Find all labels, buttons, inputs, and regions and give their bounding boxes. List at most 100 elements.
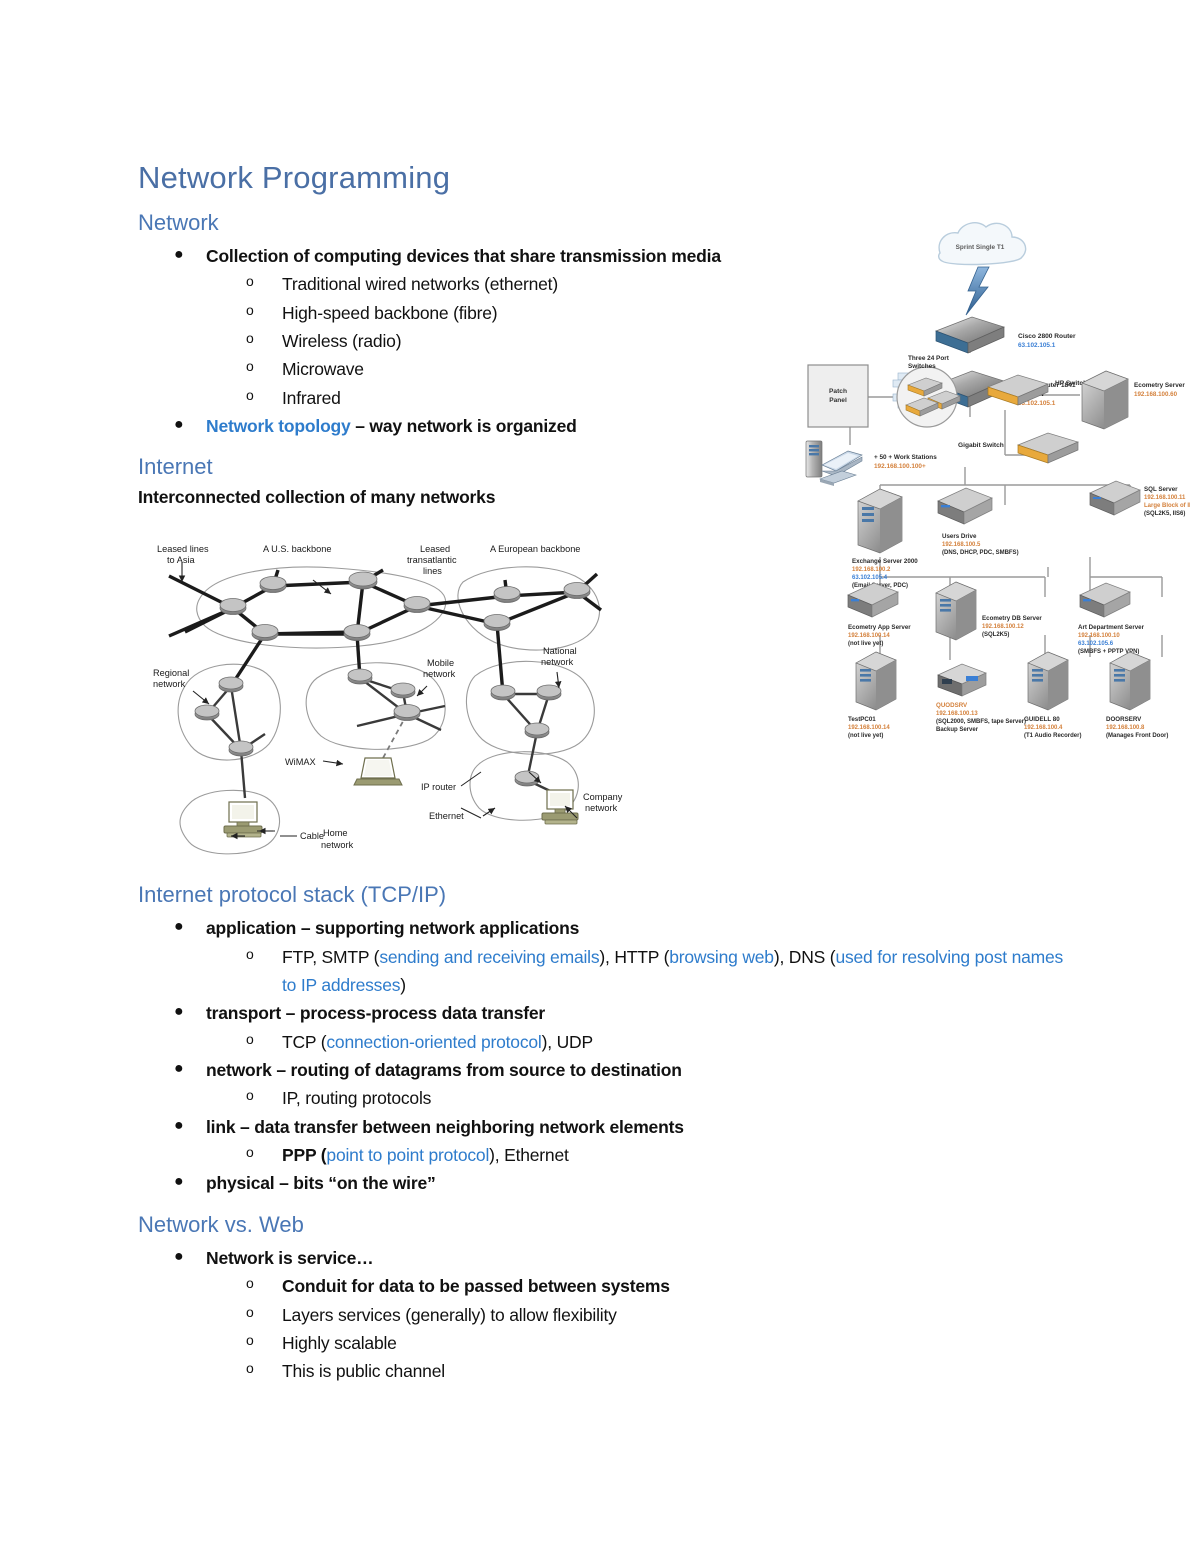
layer-label: network – routing of datagrams from sour… (206, 1059, 682, 1080)
layer-label: link – data transfer between neighboring… (206, 1116, 684, 1137)
bullet-circle-icon: o (246, 945, 254, 962)
bullet-dot-icon: ● (174, 1116, 184, 1134)
internet-lead-text: Interconnected collection of many networ… (138, 486, 496, 507)
doorserv-icon (1109, 651, 1151, 711)
ecometry-server-label: Ecometry Server (1134, 382, 1185, 389)
workstations-icon (805, 440, 863, 486)
list-item-physical-layer: ● physical – bits “on the wire” (174, 1169, 1068, 1197)
segment-highlight: browsing web (669, 946, 774, 967)
guidell-ip: 192.168.100.4 (1024, 725, 1063, 731)
testpc-sublabel: (not live yet) (848, 733, 883, 739)
layer-label: transport – process-process data transfe… (206, 1003, 546, 1024)
sub-item-label: Layers services (generally) to allow fle… (282, 1304, 617, 1325)
doorserv-sublabel: (Manages Front Door) (1106, 733, 1168, 739)
application-sub-list: o FTP, SMTP (sending and receiving email… (206, 943, 1068, 1000)
router-1841-ip: 63.102.105.1 (1018, 400, 1056, 407)
svg-text:Leased lines: Leased lines (157, 544, 209, 554)
quodsrv-sublabel: (SQL2000, SMBFS, tape Server) (936, 719, 1026, 725)
bullet-circle-icon: o (246, 1360, 254, 1377)
router-2800-ip: 63.102.105.1 (1018, 342, 1056, 349)
segment-highlight: connection-oriented protocol (326, 1031, 542, 1052)
ecometry-db-server-icon (935, 581, 977, 641)
svg-text:Leased: Leased (420, 544, 450, 554)
sub-item-label: Highly scalable (282, 1333, 397, 1354)
svg-text:transatlantic: transatlantic (407, 555, 457, 565)
bullet-circle-icon: o (246, 386, 254, 403)
bullet-text: Collection of computing devices that sha… (206, 246, 721, 267)
quodsrv-tape-server-icon (937, 663, 987, 697)
bullet-dot-icon: ● (174, 918, 184, 936)
patch-panel-icon: Patch Panel (807, 364, 869, 428)
ecometry-db-label: Ecometry DB Server (982, 615, 1042, 622)
cloud-label: Sprint Single T1 (956, 244, 1005, 251)
gigabit-switch-label: Gigabit Switch (958, 442, 1004, 449)
bullet-circle-icon: o (246, 273, 254, 290)
bullet-dot-icon: ● (174, 1003, 184, 1021)
bullet-circle-icon: o (246, 1143, 254, 1160)
bullet-dot-icon: ● (174, 1059, 184, 1077)
bullet-dot-icon: ● (174, 246, 184, 264)
sql-server-icon (1089, 480, 1141, 516)
figure-internet-structure: Leased lines to Asia A U.S. backbone Lea… (145, 536, 655, 866)
segment-highlight: point to point protocol (326, 1144, 490, 1165)
protocol-stack-list: ● application – supporting network appli… (138, 914, 1068, 1197)
backbone-link (168, 568, 603, 695)
sub-item-label: This is public channel (282, 1361, 445, 1382)
router-node (194, 571, 591, 787)
bullet-circle-icon: o (246, 358, 254, 375)
ecometry-db-sublabel: (SQL2K5) (982, 632, 1009, 638)
quodsrv-ip: 192.168.100.13 (936, 711, 978, 717)
testpc-icon (855, 651, 897, 711)
bullet-dot-icon: ● (174, 1173, 184, 1191)
desktop-computer-icon (223, 801, 263, 838)
segment-highlight: sending and receiving emails (379, 946, 600, 967)
exchange-server-label: Exchange Server 2000 (852, 558, 918, 565)
svg-text:network: network (541, 657, 574, 667)
svg-text:WiMAX: WiMAX (285, 757, 316, 767)
section-heading-protocol-stack: Internet protocol stack (TCP/IP) (138, 881, 447, 907)
segment: ), UDP (541, 1031, 594, 1052)
bullet-circle-icon: o (246, 330, 254, 347)
art-department-server-icon (1079, 582, 1131, 618)
three-24-port-sublabel: Switches (908, 363, 936, 370)
network-bullet-list: ● Collection of computing devices that s… (138, 242, 1068, 440)
users-drive-icon (937, 487, 993, 525)
svg-text:to Asia: to Asia (167, 555, 195, 565)
svg-text:A U.S. backbone: A U.S. backbone (263, 544, 331, 554)
layer-label: application – supporting network applica… (206, 918, 580, 939)
quodsrv-label: QUODSRV (936, 702, 968, 709)
segment: FTP, SMTP ( (282, 946, 380, 967)
guidell-label: GUIDELL 80 (1024, 716, 1060, 723)
bullet-circle-icon: o (246, 1275, 254, 1292)
list-item-network-layer: ● network – routing of datagrams from so… (174, 1056, 1068, 1113)
section-heading-network: Network (138, 209, 219, 235)
transport-sub-list: o TCP (connection-oriented protocol), UD… (206, 1028, 1068, 1056)
bullet-circle-icon: o (246, 1087, 254, 1104)
svg-text:Patch: Patch (829, 388, 847, 395)
list-item: o This is public channel (246, 1357, 1068, 1385)
ecometry-app-sublabel: (not live yet) (848, 641, 883, 647)
list-item-application: ● application – supporting network appli… (174, 914, 1068, 999)
svg-text:lines: lines (423, 566, 442, 576)
segment: IP, routing protocols (282, 1088, 432, 1109)
svg-text:Cable: Cable (300, 831, 324, 841)
bullet-dot-icon: ● (174, 1248, 184, 1266)
svg-text:network: network (153, 679, 186, 689)
exchange-server-icon (857, 488, 903, 554)
list-item: ● Collection of computing devices that s… (174, 242, 1068, 412)
art-department-ip2: 63.102.105.6 (1078, 641, 1114, 647)
figure-label: Leased lines to Asia A U.S. backbone Lea… (153, 544, 623, 850)
doorserv-ip: 192.168.100.8 (1106, 725, 1145, 731)
figure-network-topology: Sprint Single T1 Cisco 2800 Router 63.10… (790, 205, 1190, 765)
lightning-bolt-icon (965, 266, 990, 316)
ecometry-app-ip: 192.168.100.14 (848, 633, 890, 639)
